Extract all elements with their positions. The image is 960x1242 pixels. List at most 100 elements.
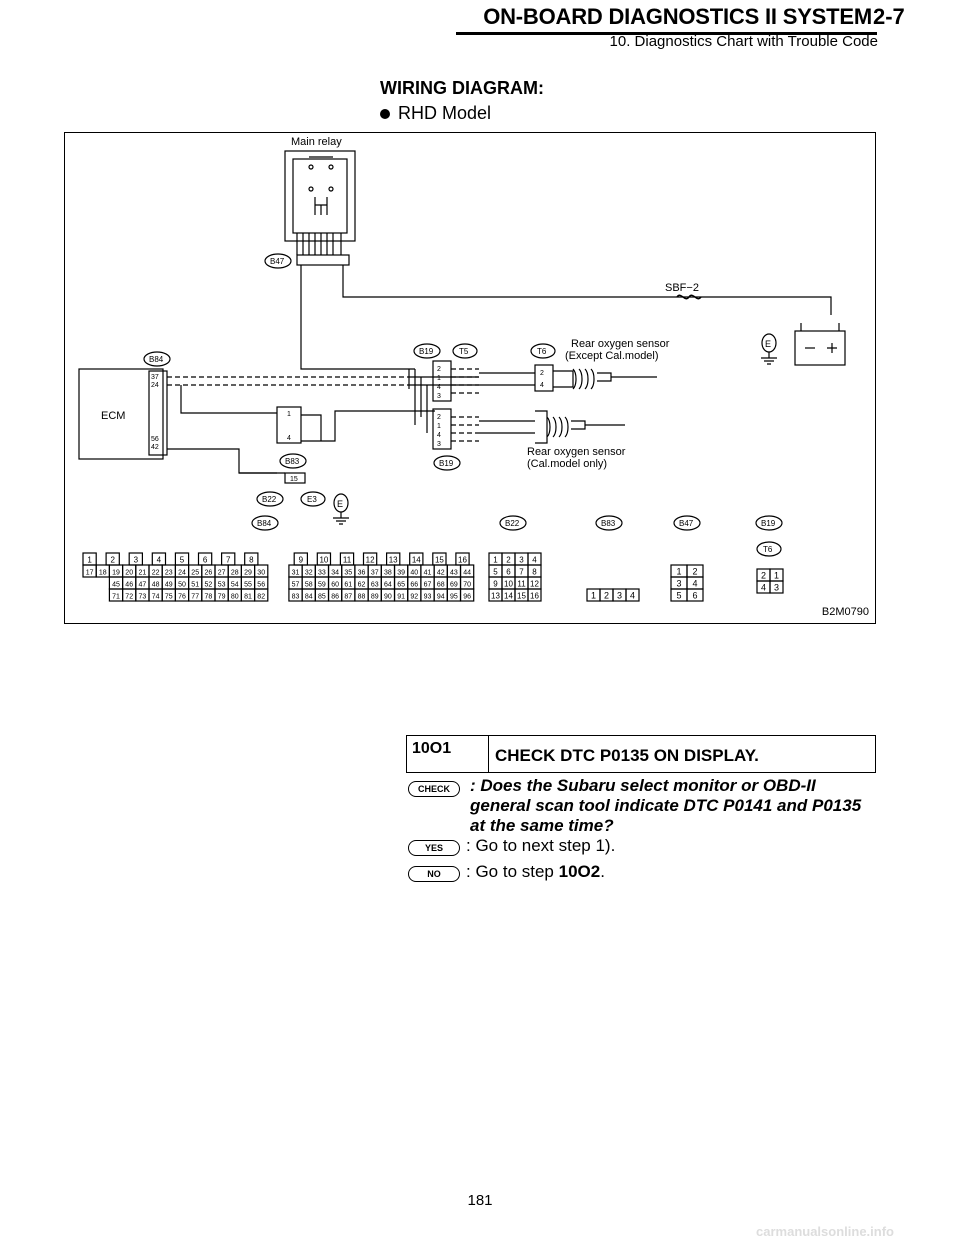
- b84-pin: 58: [305, 582, 313, 589]
- b84-pin: 5: [180, 556, 185, 565]
- rear-o2-except-note: (Except Cal.model): [565, 350, 659, 362]
- ecm-pin-37: 37: [151, 374, 159, 381]
- b84-pin: 18: [99, 570, 107, 577]
- b84-cell: [459, 588, 475, 602]
- b19-face-tag-label: B19: [761, 519, 776, 528]
- b47-label: B47: [270, 257, 285, 266]
- b84-pin: 48: [152, 582, 160, 589]
- b84-pin: 53: [218, 582, 226, 589]
- t6-face-tag-label: T6: [763, 545, 773, 554]
- b19-cell: [769, 580, 784, 594]
- b84-pin: 32: [305, 570, 313, 577]
- connector-b19-tag: [413, 343, 441, 359]
- b84-pin: 12: [366, 556, 375, 565]
- page-number: 181: [467, 1192, 493, 1209]
- b47-pin: 5: [676, 591, 681, 601]
- b22-pin: 4: [532, 556, 537, 565]
- b84-pin: 4: [157, 556, 162, 565]
- t6-pin-4: 4: [540, 382, 544, 389]
- connector-b22-tag: [256, 491, 284, 507]
- b22-pin: 5: [493, 568, 498, 577]
- battery-icon: [794, 330, 846, 366]
- chapter-number: 2-7: [873, 4, 905, 29]
- b84-pin: 91: [397, 594, 405, 601]
- b84-pin: 81: [244, 594, 252, 601]
- b19-tag-label: B19: [419, 347, 434, 356]
- b84-pin: 69: [450, 582, 458, 589]
- b22-pin: 1: [493, 556, 498, 565]
- main-relay-inner: [292, 158, 348, 234]
- b83-connector: [276, 406, 302, 444]
- b84-pin: 78: [205, 594, 213, 601]
- b83-tag-label: B83: [285, 457, 300, 466]
- b22-pin: 8: [532, 568, 537, 577]
- b84-pin: 21: [139, 570, 147, 577]
- connector-b22-face-tag: [499, 515, 527, 531]
- b22-pin: 6: [506, 568, 511, 577]
- b47-pin: 2: [692, 567, 697, 577]
- b84-pin: 52: [205, 582, 213, 589]
- rear-o2-except-label: Rear oxygen sensor: [571, 338, 670, 350]
- t5-tag-label: T5: [459, 347, 469, 356]
- wiring-diagram: Main relay B47 SBF−2 E B84 ECM 37: [64, 132, 876, 624]
- b84-pin: 80: [231, 594, 239, 601]
- b84-pin: 90: [384, 594, 392, 601]
- b47-pin: 1: [676, 567, 681, 577]
- b84-pin: 41: [424, 570, 432, 577]
- wiring-diagram-heading: WIRING DIAGRAM:: [380, 78, 544, 98]
- b84-pin: 79: [218, 594, 226, 601]
- b84-pin: 16: [458, 556, 467, 565]
- b84-pin: 29: [244, 570, 252, 577]
- b83-pin: 2: [604, 591, 609, 601]
- connector-t5-tag: [452, 343, 478, 359]
- b84-pin: 83: [292, 594, 300, 601]
- b19-upper-connector: [432, 360, 452, 402]
- b22-pin: 13: [491, 592, 500, 601]
- step-title: CHECK DTC P0135 ON DISPLAY.: [495, 746, 759, 765]
- b22-pin: 12: [530, 580, 539, 589]
- no-target-step[interactable]: 10O2: [558, 862, 601, 881]
- connector-t6-face-tag: [756, 541, 782, 557]
- b22-pin: 9: [493, 580, 498, 589]
- b84-pin: 54: [231, 582, 239, 589]
- b84-pin: 33: [318, 570, 326, 577]
- b84-pin: 67: [424, 582, 432, 589]
- b84-pin: 3: [134, 556, 139, 565]
- t6-pin-2: 2: [540, 370, 544, 377]
- step-header: 10O1 CHECK DTC P0135 ON DISPLAY.: [406, 735, 876, 773]
- b47-face-tag-label: B47: [679, 519, 694, 528]
- b84-pin: 22: [152, 570, 160, 577]
- b19-pin: 2: [761, 571, 766, 581]
- b84-pin: 66: [410, 582, 418, 589]
- b84-pin: 46: [125, 582, 133, 589]
- b84-pin: 57: [292, 582, 300, 589]
- b84-pin: 44: [463, 570, 471, 577]
- b84-pin: 31: [292, 570, 300, 577]
- b83-pin: 3: [617, 591, 622, 601]
- b84-pin: 93: [424, 594, 432, 601]
- b19l-pin-3: 3: [437, 441, 441, 448]
- b84-pin: 64: [384, 582, 392, 589]
- b84-pin: 74: [152, 594, 160, 601]
- b19l-pin-2: 4: [437, 432, 441, 439]
- rear-o2-sensor-except-icon: [553, 368, 657, 390]
- b84-pin: 88: [358, 594, 366, 601]
- b22-face-tag-label: B22: [505, 519, 520, 528]
- b83-face-tag-label: B83: [601, 519, 616, 528]
- b47-pin: 4: [692, 579, 697, 589]
- b84-pin: 42: [437, 570, 445, 577]
- connector-b19-tag-2: [433, 455, 461, 471]
- b84-pin: 76: [178, 594, 186, 601]
- header-subtitle: 10. Diagnostics Chart with Trouble Code: [609, 33, 878, 50]
- b84-pin: 59: [318, 582, 326, 589]
- b84-pin: 19: [112, 570, 120, 577]
- b84-pin: 9: [299, 556, 304, 565]
- b22-pin: 2: [506, 556, 511, 565]
- b84-pin: 71: [112, 594, 120, 601]
- b84-pin: 8: [249, 556, 254, 565]
- b19u-pin-3: 3: [437, 393, 441, 400]
- b84-pin: 23: [165, 570, 173, 577]
- b84-pin: 68: [437, 582, 445, 589]
- b84-pin: 86: [331, 594, 339, 601]
